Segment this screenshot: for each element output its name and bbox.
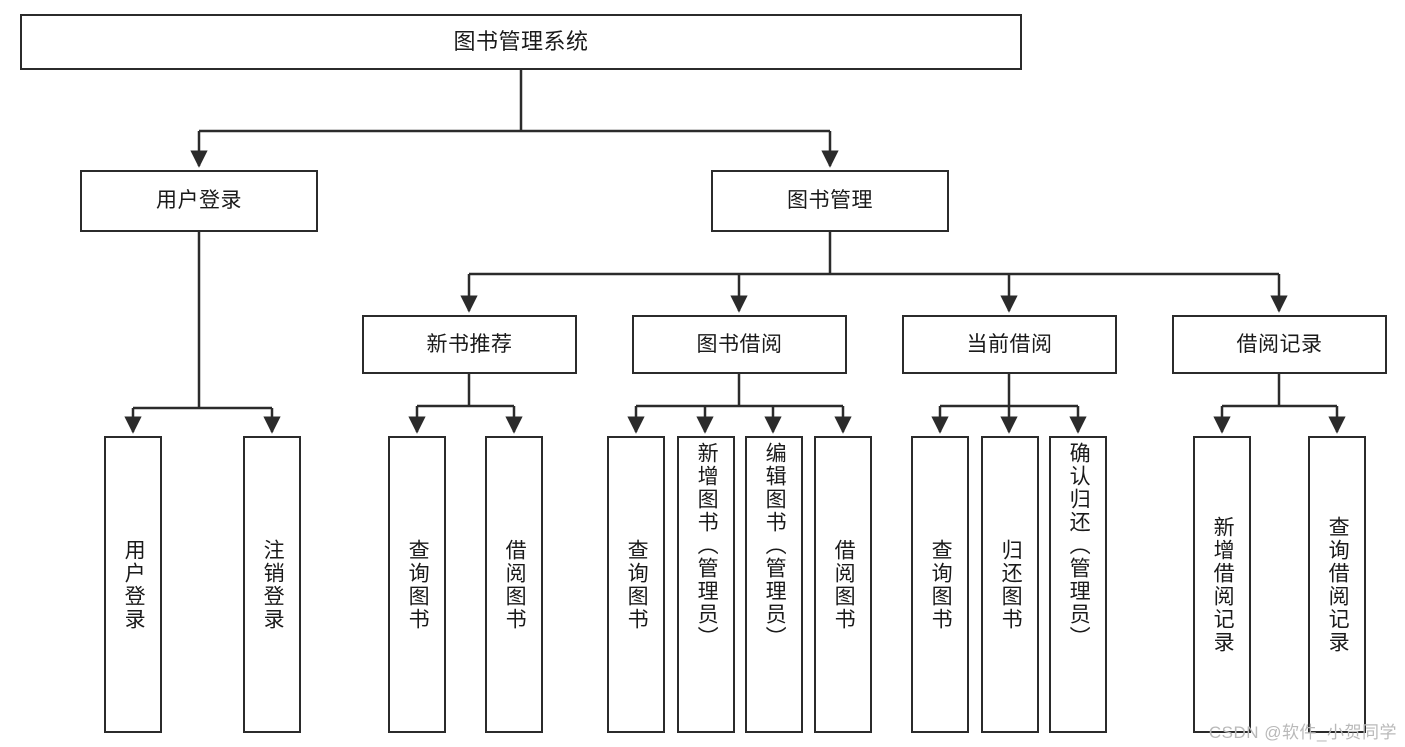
- node-label: 当前借阅: [966, 332, 1053, 356]
- node-user-login[interactable]: 用户登录: [80, 170, 318, 232]
- node-root-system[interactable]: 图书管理系统: [20, 14, 1022, 70]
- node-label: 查询图书: [929, 538, 953, 631]
- leaf-borrow-record-add[interactable]: 新增借阅记录: [1193, 436, 1251, 733]
- node-label: 图书借阅: [696, 332, 783, 356]
- node-book-management[interactable]: 图书管理: [711, 170, 949, 232]
- node-label: 新增借阅记录: [1211, 515, 1235, 654]
- leaf-book-borrow-borrow[interactable]: 借阅图书: [814, 436, 872, 733]
- node-label: 查询图书: [625, 538, 649, 631]
- node-label: 编辑图书（管理员）: [763, 442, 787, 649]
- node-label: 查询图书: [406, 538, 430, 631]
- node-label: 归还图书: [999, 538, 1023, 631]
- leaf-new-book-query[interactable]: 查询图书: [388, 436, 446, 733]
- leaf-current-borrow-return[interactable]: 归还图书: [981, 436, 1039, 733]
- node-new-book-recommend[interactable]: 新书推荐: [362, 315, 577, 374]
- node-label: 借阅记录: [1236, 332, 1323, 356]
- leaf-book-borrow-query[interactable]: 查询图书: [607, 436, 665, 733]
- node-borrow-record[interactable]: 借阅记录: [1172, 315, 1387, 374]
- node-label: 图书管理: [787, 189, 873, 213]
- node-label: 注销登录: [261, 538, 285, 631]
- leaf-current-borrow-query[interactable]: 查询图书: [911, 436, 969, 733]
- node-label: 确认归还（管理员）: [1067, 442, 1091, 649]
- leaf-book-borrow-edit[interactable]: 编辑图书（管理员）: [745, 436, 803, 733]
- node-label: 用户登录: [122, 538, 146, 631]
- leaf-borrow-record-query[interactable]: 查询借阅记录: [1308, 436, 1366, 733]
- node-label: 用户登录: [156, 189, 242, 213]
- leaf-new-book-borrow[interactable]: 借阅图书: [485, 436, 543, 733]
- leaf-user-login-login[interactable]: 用户登录: [104, 436, 162, 733]
- leaf-user-login-logout[interactable]: 注销登录: [243, 436, 301, 733]
- leaf-current-borrow-confirm-return[interactable]: 确认归还（管理员）: [1049, 436, 1107, 733]
- node-label: 查询借阅记录: [1326, 515, 1350, 654]
- node-label: 借阅图书: [503, 538, 527, 631]
- node-label: 新增图书（管理员）: [695, 442, 719, 649]
- node-book-borrow[interactable]: 图书借阅: [632, 315, 847, 374]
- node-current-borrow[interactable]: 当前借阅: [902, 315, 1117, 374]
- leaf-book-borrow-add[interactable]: 新增图书（管理员）: [677, 436, 735, 733]
- node-label: 借阅图书: [832, 538, 856, 631]
- node-label: 图书管理系统: [453, 28, 589, 54]
- node-label: 新书推荐: [426, 332, 513, 356]
